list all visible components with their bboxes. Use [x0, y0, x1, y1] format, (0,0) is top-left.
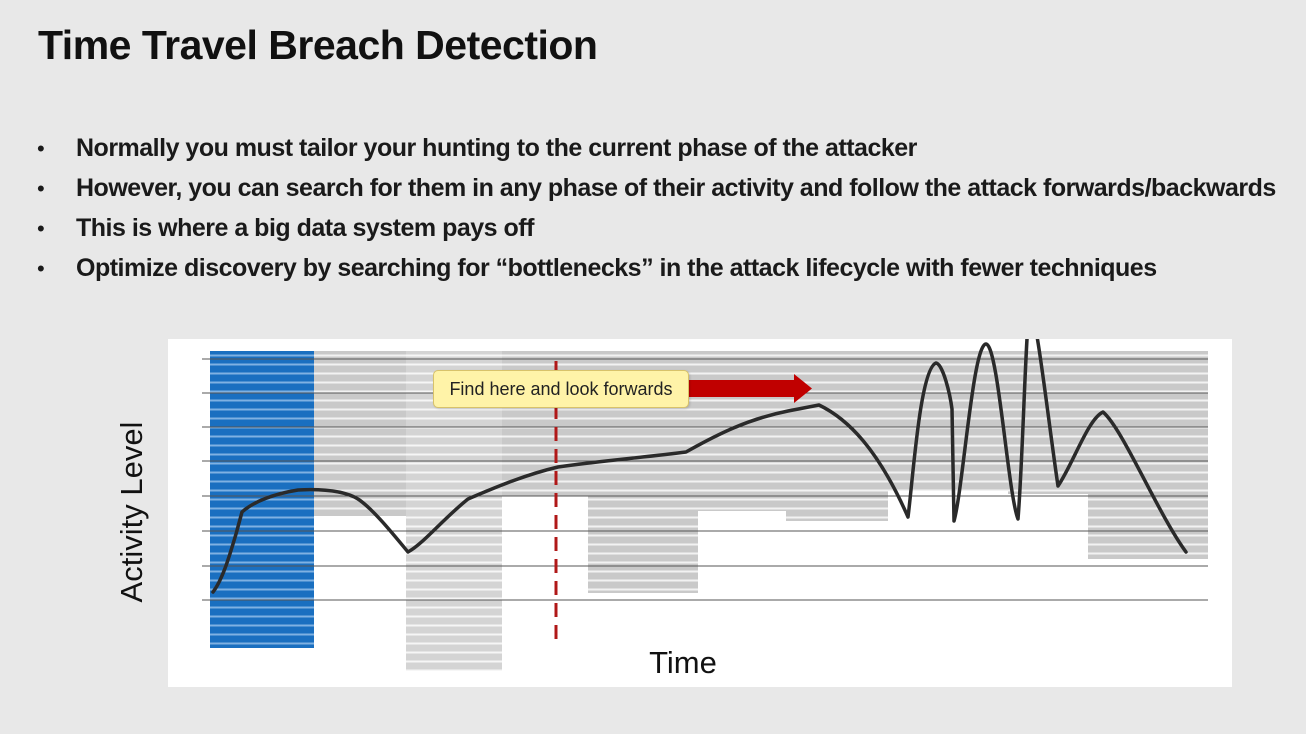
bullet-marker: • [37, 136, 45, 161]
bullet-text: However, you can search for them in any … [76, 174, 1276, 202]
y-axis-label: Activity Level [114, 421, 149, 603]
phase-column [314, 351, 406, 516]
callout-note: Find here and look forwards [433, 370, 689, 408]
forward-arrow-icon [688, 374, 812, 403]
phase-column [1088, 351, 1208, 559]
bullet-marker: • [37, 176, 45, 201]
bullet-marker: • [37, 256, 45, 281]
phase-columns [210, 351, 1208, 671]
bullet-item: • Normally you must tailor your hunting t… [34, 132, 1296, 165]
activity-diagram-svg [202, 339, 1208, 671]
phase-column [786, 351, 888, 521]
bullet-marker: • [37, 216, 45, 241]
bullet-item: • Optimize discovery by searching for “bo… [34, 252, 1296, 285]
bullet-text: Optimize discovery by searching for “bot… [76, 254, 1157, 282]
activity-diagram [168, 339, 1232, 687]
phase-column [698, 351, 786, 511]
bullet-text: Normally you must tailor your hunting to… [76, 134, 917, 162]
bullet-text: This is where a big data system pays off [76, 214, 534, 242]
bullet-item: • However, you can search for them in any… [34, 172, 1296, 205]
bullet-item: • This is where a big data system pays of… [34, 212, 1296, 245]
activity-line [211, 339, 1188, 594]
slide-title: Time Travel Breach Detection [38, 22, 598, 68]
phase-column [888, 351, 1008, 491]
bullet-list: • Normally you must tailor your hunting t… [34, 132, 1296, 292]
x-axis-label: Time [649, 645, 717, 680]
